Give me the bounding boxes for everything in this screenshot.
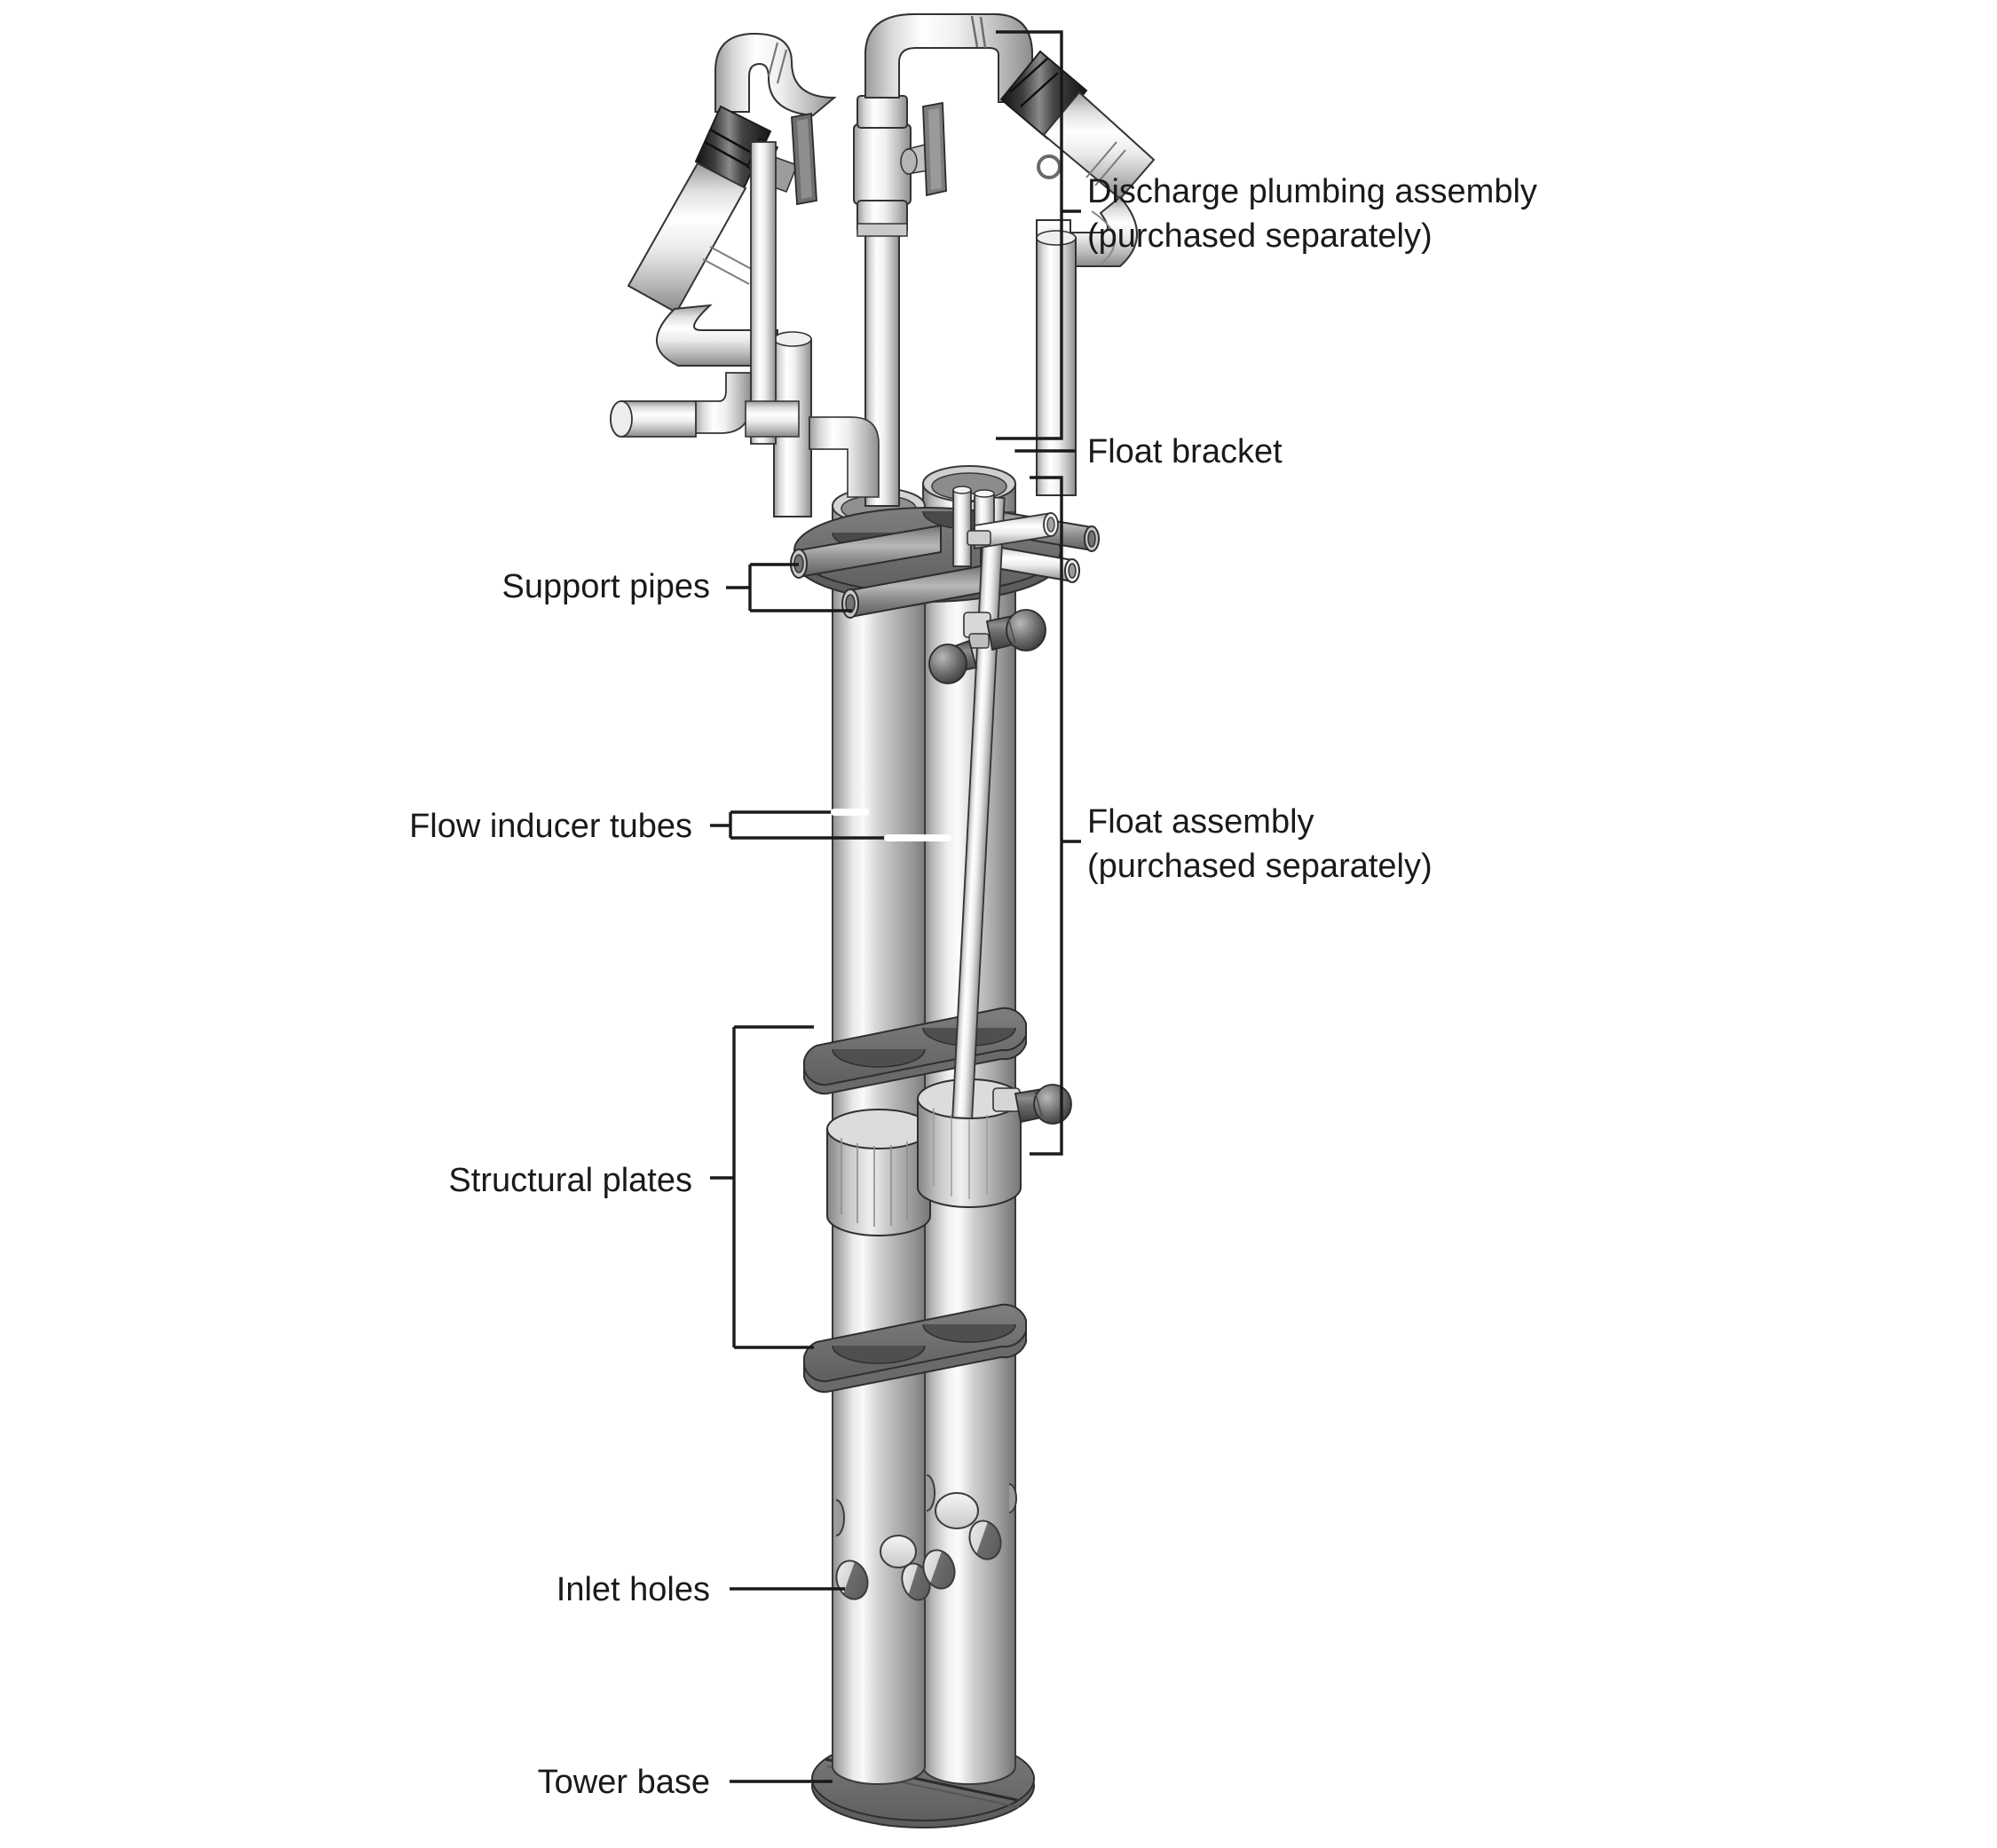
- leader-structural-plates: [710, 1025, 814, 1349]
- leader-discharge-plumbing: [996, 30, 1081, 440]
- tube-coupling-left: [826, 1109, 931, 1236]
- leader-support-pipes: [726, 563, 852, 612]
- label-support-pipes: Support pipes: [502, 568, 711, 605]
- float-switch-upper-right: [985, 609, 1046, 652]
- structural-plate-lower: [803, 1303, 1027, 1394]
- callout-leaders: [710, 30, 1081, 1783]
- label-float-assembly-line2: (purchased separately): [1087, 848, 1433, 885]
- right-discharge-branch: [999, 50, 1156, 496]
- float-bracket: [952, 486, 1059, 567]
- leader-float-assembly: [1030, 476, 1081, 1156]
- label-structural-plates: Structural plates: [448, 1162, 692, 1199]
- label-discharge-plumbing-line1: Discharge plumbing assembly: [1087, 173, 1537, 210]
- label-inlet-holes: Inlet holes: [556, 1571, 710, 1608]
- auxiliary-left-pipes: [610, 141, 880, 498]
- label-float-bracket: Float bracket: [1087, 433, 1283, 470]
- inlet-holes: [835, 1474, 1017, 1601]
- label-discharge-plumbing-line2: (purchased separately): [1087, 217, 1433, 255]
- center-riser: [853, 13, 1033, 507]
- leader-flow-inducer-tubes: [710, 809, 951, 841]
- label-flow-inducer-tubes: Flow inducer tubes: [409, 808, 692, 845]
- ball-valve-center: [853, 95, 947, 233]
- float-switch-upper-left: [928, 639, 978, 684]
- left-discharge-branch: [627, 32, 837, 517]
- discharge-plumbing-assembly: [610, 13, 1156, 517]
- label-tower-base: Tower base: [538, 1764, 710, 1801]
- valve-handle-left: [791, 112, 817, 206]
- callout-labels: Discharge plumbing assembly (purchased s…: [409, 173, 1537, 1801]
- label-float-assembly-line1: Float assembly: [1087, 803, 1314, 841]
- support-pipe-upper-left: [790, 524, 942, 579]
- valve-handle-center: [922, 101, 947, 197]
- float-switch-upper-pair: [928, 609, 1046, 684]
- support-pipe-lower-right: [980, 542, 1080, 583]
